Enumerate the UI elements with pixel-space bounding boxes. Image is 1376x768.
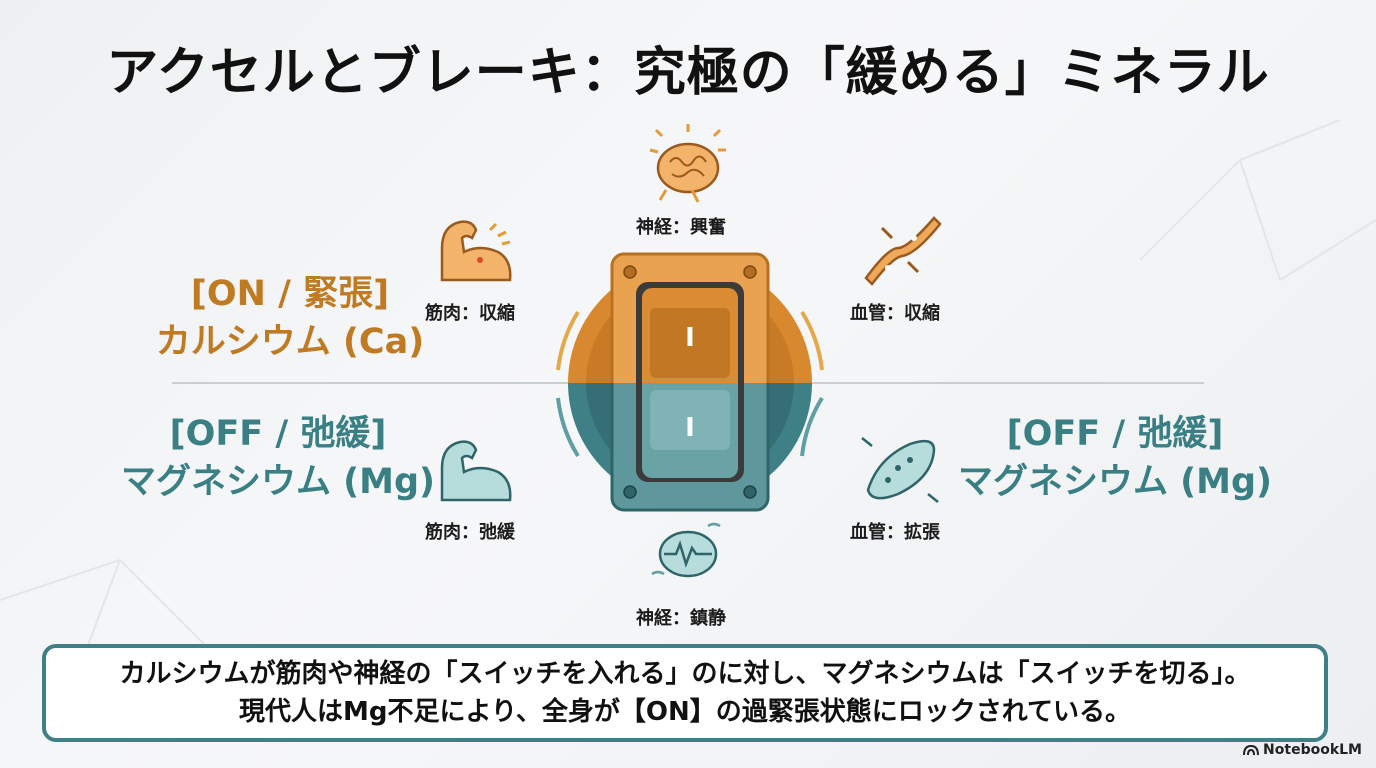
nerve-calm-label: 神経：鎮静: [636, 608, 726, 629]
brand-text: NotebookLM: [1263, 742, 1362, 758]
toggle-switch-illustration: I I: [556, 252, 824, 512]
flexed-arm-icon: [440, 220, 512, 282]
off-tag-left: [OFF / 弛緩]: [169, 414, 387, 454]
vessel-dilate-label: 血管：拡張: [850, 522, 940, 543]
brain-wave-icon: [651, 522, 721, 578]
switch-off-mark: I: [685, 413, 695, 443]
nerve-excite-label: 神経：興奮: [636, 217, 726, 238]
summary-box: カルシウムが筋肉や神経の「スイッチを入れる」のに対し、マグネシウムは「スイッチを…: [42, 644, 1328, 742]
on-label: [ON / 緊張] カルシウム (Ca): [140, 270, 440, 366]
brain-icon: [649, 124, 726, 203]
relaxed-arm-icon: [440, 440, 512, 502]
on-tag: [ON / 緊張]: [190, 274, 390, 314]
summary-line-2: 現代人はMg不足により、全身が【ON】の過緊張状態にロックされている。: [238, 697, 1131, 727]
brand-badge: NotebookLM: [1243, 742, 1362, 758]
decorative-lines: [1139, 119, 1376, 281]
magnesium-label-right: マグネシウム (Mg): [957, 462, 1273, 502]
summary-line-1: カルシウムが筋肉や神経の「スイッチを入れる」のに対し、マグネシウムは「スイッチを…: [119, 659, 1251, 689]
vessel-contract-label: 血管：収縮: [850, 303, 940, 324]
blood-vessel-icon: [864, 216, 942, 286]
calcium-label: カルシウム (Ca): [155, 322, 425, 362]
muscle-contract-label: 筋肉：収縮: [425, 303, 515, 324]
off-label-right: [OFF / 弛緩] マグネシウム (Mg): [955, 410, 1275, 506]
magnesium-label-left: マグネシウム (Mg): [120, 462, 436, 502]
switch-on-mark: I: [685, 323, 695, 353]
page-title: アクセルとブレーキ：究極の「緩める」ミネラル: [106, 43, 1270, 103]
dilated-vessel-icon: [861, 437, 939, 503]
off-tag-right: [OFF / 弛緩]: [1006, 414, 1224, 454]
off-label-left: [OFF / 弛緩] マグネシウム (Mg): [118, 410, 438, 506]
notebooklm-logo-icon: [1243, 744, 1260, 756]
muscle-relax-label: 筋肉：弛緩: [425, 522, 515, 543]
